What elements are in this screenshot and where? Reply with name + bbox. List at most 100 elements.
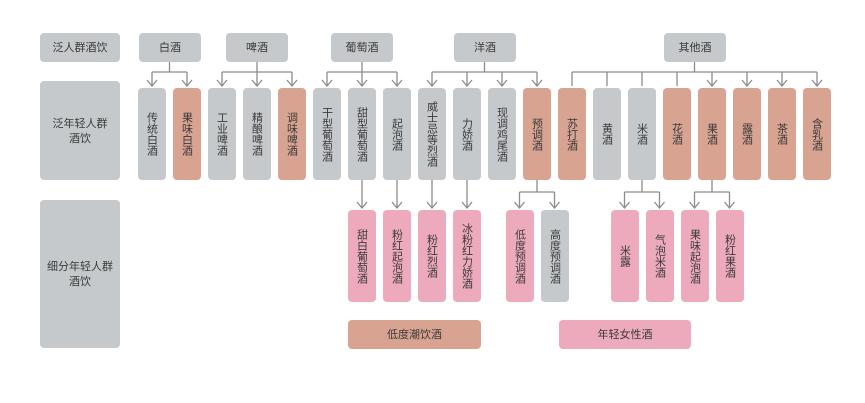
segment-node-text: 粉红果酒 [723,234,737,278]
arrow-head-icon [619,201,630,210]
subcategory-node-text: 传统白酒 [145,112,159,156]
subcategory-node-text: 米酒 [635,123,649,145]
segment-node: 粉红起泡酒 [383,210,411,302]
legend-young-female-text: 年轻女性酒 [597,327,653,341]
subcategory-node-text: 现调鸡尾酒 [495,106,509,162]
arrow-head-icon [531,79,543,88]
arrow-head-icon [461,201,473,210]
arrow-head-icon [514,201,525,210]
subcategory-node: 含乳酒 [803,88,831,180]
category-header: 洋酒 [454,33,516,62]
row-label-young-general: 泛年轻人群酒饮 [40,81,120,180]
subcategory-node-text: 预调酒 [530,117,544,151]
category-header: 啤酒 [226,33,288,62]
category-header: 葡萄酒 [331,33,393,62]
segment-node: 果味起泡酒 [681,210,709,302]
subcategory-node-text: 威士忌等烈酒 [425,101,439,167]
subcategory-node-text: 露酒 [740,123,754,145]
category-header-text: 啤酒 [246,40,268,54]
row-label-young-segment: 细分年轻人群酒饮 [40,200,120,348]
segment-node-text: 低度预调酒 [513,228,527,284]
category-header: 白酒 [139,33,201,62]
subcategory-node: 甜型葡萄酒 [348,88,376,180]
subcategory-node-text: 含乳酒 [810,117,824,151]
subcategory-node: 干型葡萄酒 [313,88,341,180]
segment-node-text: 米露 [618,245,632,267]
category-header-text: 白酒 [159,40,181,54]
arrow-head-icon [391,79,403,88]
arrow-head-icon [724,201,735,210]
segment-node: 粉红烈酒 [418,210,446,302]
legend-young-female: 年轻女性酒 [559,320,691,349]
subcategory-node: 精酿啤酒 [243,88,271,180]
segment-node: 粉红果酒 [716,210,744,302]
subcategory-node: 威士忌等烈酒 [418,88,446,180]
subcategory-node-text: 花酒 [670,123,684,145]
subcategory-node: 果酒 [698,88,726,180]
arrow-head-icon [461,79,473,88]
arrow-head-icon [321,79,333,88]
subcategory-node-text: 起泡酒 [390,117,404,151]
subcategory-node: 花酒 [663,88,691,180]
arrow-head-icon [286,79,298,88]
arrow-head-icon [356,79,368,88]
subcategory-node-text: 苏打酒 [565,117,579,151]
category-header-text: 葡萄酒 [345,40,379,54]
subcategory-node-text: 茶酒 [775,123,789,145]
subcategory-node: 起泡酒 [383,88,411,180]
category-header: 其他酒 [664,33,726,62]
subcategory-node: 传统白酒 [138,88,166,180]
legend-low-alcohol-trend: 低度潮饮酒 [348,320,481,349]
arrow-head-icon [181,79,193,88]
category-header-text: 其他酒 [678,40,712,54]
subcategory-node: 果味白酒 [173,88,201,180]
segment-node: 低度预调酒 [506,210,534,302]
arrow-head-icon [496,79,508,88]
arrow-head-icon [549,201,560,210]
subcategory-node: 预调酒 [523,88,551,180]
subcategory-node-text: 果味白酒 [180,112,194,156]
subcategory-node-text: 力娇酒 [460,117,474,151]
subcategory-node-text: 果酒 [705,123,719,145]
segment-node-text: 果味起泡酒 [688,228,702,284]
segment-node: 米露 [611,210,639,302]
segment-node-text: 粉红烈酒 [425,234,439,278]
segment-node-text: 甜白葡萄酒 [355,228,369,284]
subcategory-node: 调味啤酒 [278,88,306,180]
arrow-head-icon [426,201,438,210]
segment-node: 高度预调酒 [541,210,569,302]
subcategory-node-text: 黄酒 [600,123,614,145]
legend-low-alcohol-trend-text: 低度潮饮酒 [387,327,442,341]
row-label-young-general-text: 泛年轻人群酒饮 [52,116,108,145]
subcategory-node: 现调鸡尾酒 [488,88,516,180]
arrow-head-icon [654,201,665,210]
row-label-general-text: 泛人群酒饮 [52,41,108,54]
category-header-text: 洋酒 [474,40,496,54]
segment-node-text: 气泡米酒 [653,234,667,278]
subcategory-node-text: 干型葡萄酒 [320,106,334,162]
arrow-head-icon [811,79,823,88]
subcategory-node-text: 调味啤酒 [285,112,299,156]
segment-node-text: 冰粉红力娇酒 [460,223,474,289]
arrow-head-icon [689,201,700,210]
subcategory-node: 苏打酒 [558,88,586,180]
arrow-head-icon [356,201,368,210]
subcategory-node-text: 甜型葡萄酒 [355,106,369,162]
arrow-head-icon [391,201,403,210]
subcategory-node: 工业啤酒 [208,88,236,180]
row-label-young-segment-text: 细分年轻人群酒饮 [47,260,113,288]
subcategory-node: 露酒 [733,88,761,180]
segment-node: 甜白葡萄酒 [348,210,376,302]
segment-node: 冰粉红力娇酒 [453,210,481,302]
arrow-head-icon [741,79,753,88]
subcategory-node: 茶酒 [768,88,796,180]
arrow-head-icon [146,79,158,88]
arrow-head-icon [426,79,438,88]
arrow-head-icon [216,79,228,88]
segment-node: 气泡米酒 [646,210,674,302]
arrow-head-icon [251,79,263,88]
subcategory-node-text: 工业啤酒 [215,112,229,156]
arrow-head-icon [706,79,718,88]
segment-node-text: 高度预调酒 [548,228,562,284]
